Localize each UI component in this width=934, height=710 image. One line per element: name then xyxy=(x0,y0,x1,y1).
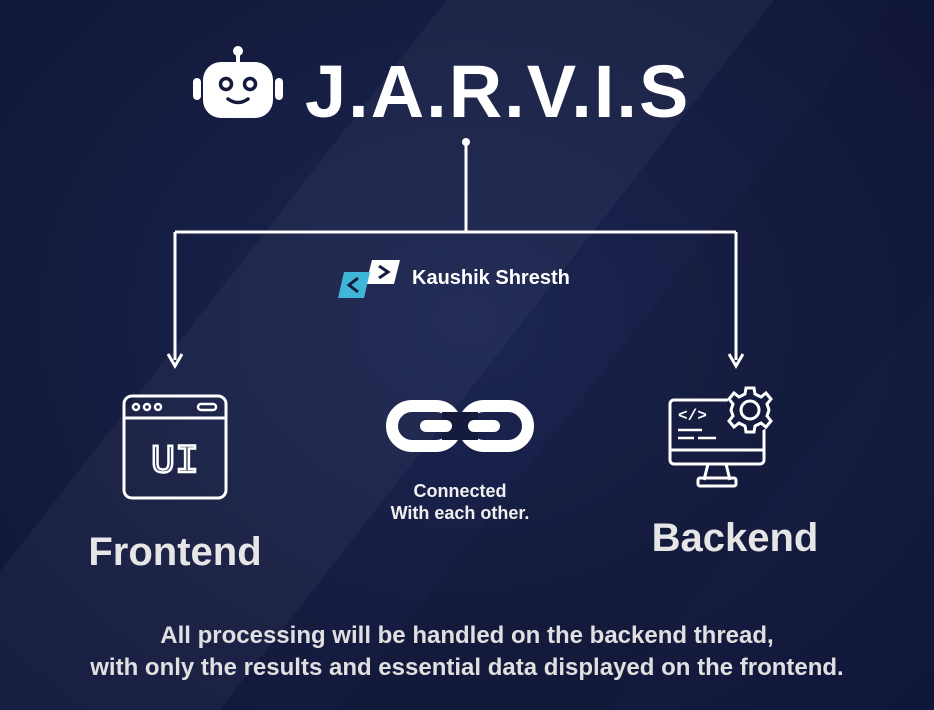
left-arrowhead xyxy=(166,353,184,369)
backend-code-text: </> xyxy=(678,407,707,425)
chain-link-icon xyxy=(386,400,534,452)
frontend-label: Frontend xyxy=(88,530,262,574)
backend-monitor-gear-icon: </> xyxy=(668,386,774,488)
right-arrowhead xyxy=(727,353,745,369)
robot-icon xyxy=(193,46,283,118)
footer-line2: with only the results and essential data… xyxy=(90,654,844,681)
backend-label: Backend xyxy=(651,516,819,560)
brand-logo-icon xyxy=(338,260,400,298)
page-title: J.A.R.V.I.S xyxy=(305,50,691,133)
ui-icon-text: UI xyxy=(151,440,199,485)
connected-line2: With each other. xyxy=(390,503,530,523)
connected-line1: Connected xyxy=(413,481,507,501)
footer-caption: All processing will be handled on the ba… xyxy=(0,620,934,684)
connected-caption: Connected With each other. xyxy=(340,480,580,524)
brand-name: Kaushik Shresth xyxy=(412,267,570,289)
footer-line1: All processing will be handled on the ba… xyxy=(160,622,774,649)
ui-window-icon: UI xyxy=(122,394,228,500)
